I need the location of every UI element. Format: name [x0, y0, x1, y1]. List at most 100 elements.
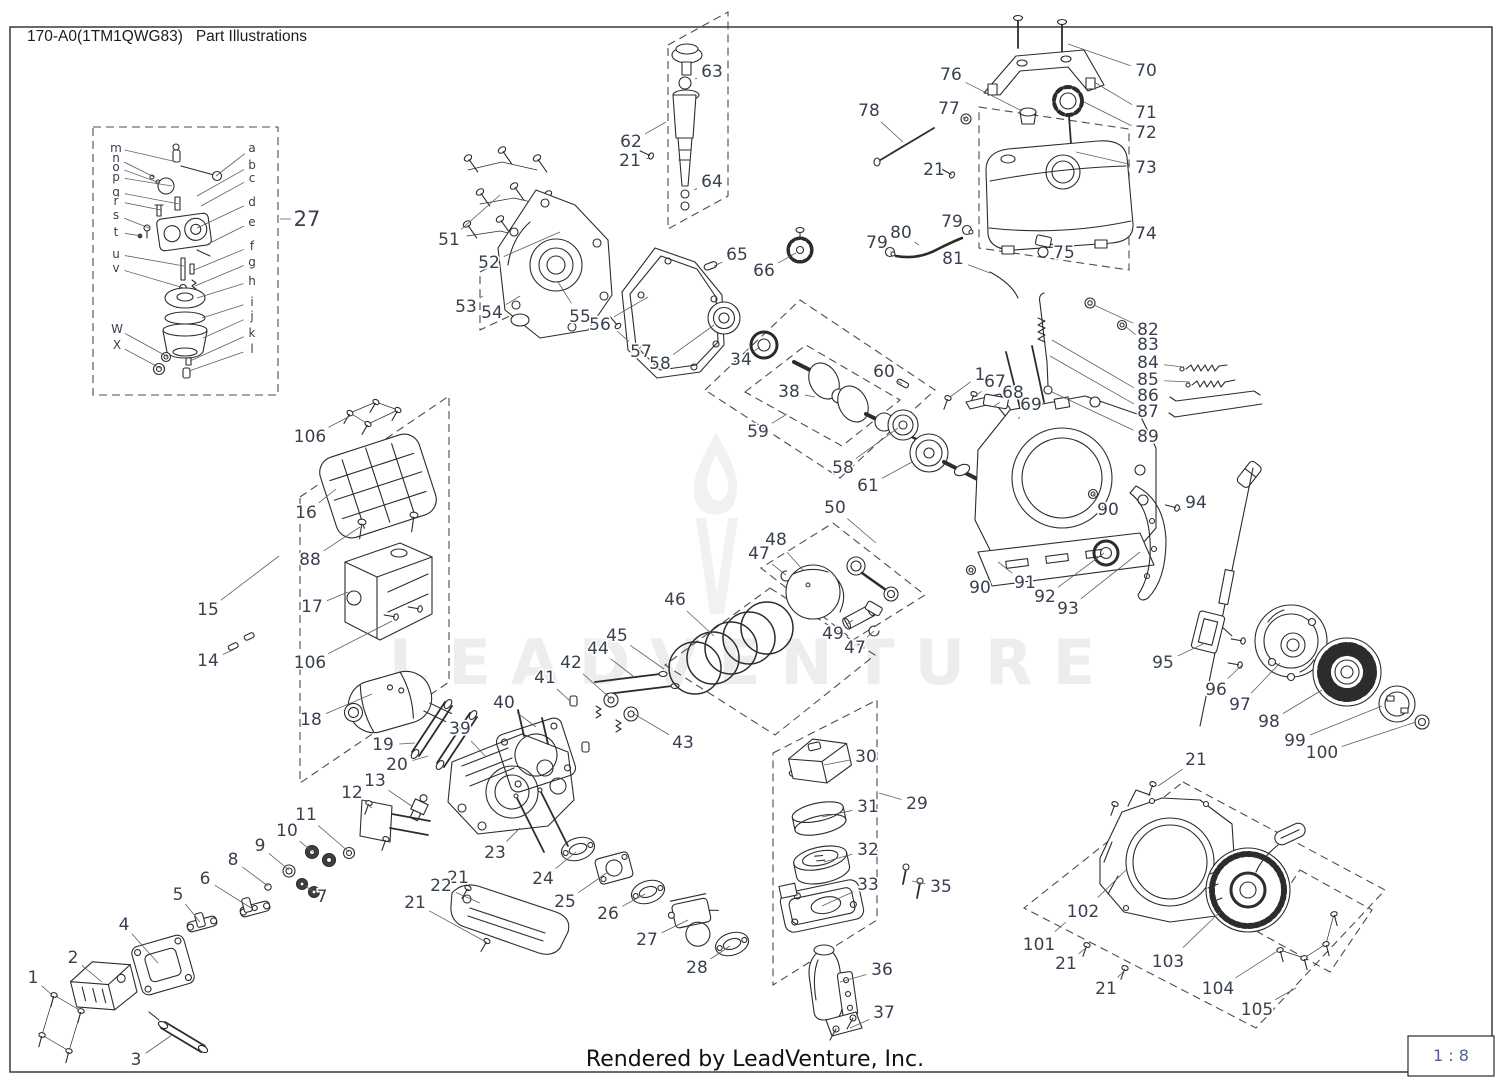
part-label-45: 45	[606, 626, 628, 646]
leader-line	[299, 840, 314, 853]
part-label-67: 67	[984, 372, 1006, 392]
leader-line	[214, 884, 252, 909]
valve-cover-2	[69, 961, 138, 1011]
part-label-90: 90	[1097, 500, 1119, 520]
leader-line	[220, 555, 280, 601]
leader-line	[124, 217, 150, 229]
piston-rings-46	[668, 601, 794, 695]
part-label-9: 9	[255, 836, 266, 856]
part-label-8: 8	[228, 850, 239, 870]
bracket-37	[825, 1011, 863, 1041]
leader-line	[1309, 705, 1383, 736]
detail-letter-h: h	[248, 274, 256, 288]
part-label-106: 106	[294, 653, 326, 673]
guide-plate-93	[1129, 485, 1167, 601]
detail-letter-p: p	[112, 170, 120, 184]
carburetor-row	[450, 836, 750, 957]
part-label-100: 100	[1306, 743, 1338, 763]
leader-line	[1093, 81, 1133, 106]
foam-element-31	[791, 801, 847, 836]
leader-line	[866, 630, 875, 638]
page-indicator: 1 : 8	[1433, 1046, 1469, 1065]
leader-line	[1117, 969, 1126, 978]
leader-line	[304, 885, 313, 892]
leader-line	[194, 265, 244, 287]
part-label-1: 1	[28, 968, 39, 988]
leader-line	[962, 116, 967, 120]
part-label-75: 75	[1053, 243, 1075, 263]
v-logo-icon	[696, 518, 720, 614]
part-label-4: 4	[119, 915, 130, 935]
fuel-line-81	[989, 271, 1019, 299]
leader-line	[882, 461, 913, 479]
part-label-11: 11	[295, 805, 317, 825]
leader-line	[201, 304, 244, 319]
part-label-84: 84	[1137, 353, 1159, 373]
leader-line	[1227, 664, 1243, 680]
leader-line	[124, 178, 173, 187]
part-label-31: 31	[857, 797, 879, 817]
leader-line	[693, 188, 698, 191]
detail-letter-W: W	[111, 322, 123, 336]
fuel-strainer-76	[1019, 107, 1037, 117]
part-label-42: 42	[560, 653, 582, 673]
part-label-48: 48	[765, 530, 787, 550]
part-label-94: 94	[1185, 493, 1207, 513]
leader-line	[897, 380, 903, 385]
leader-line	[557, 281, 572, 304]
part-label-21: 21	[447, 868, 469, 888]
fuel-tank-74	[985, 140, 1134, 251]
intake-elbow-36	[808, 944, 859, 1021]
leader-line	[1051, 339, 1135, 389]
leader-line	[189, 336, 244, 362]
leader-line	[124, 348, 163, 370]
bolt-21-housing-b	[1117, 964, 1130, 981]
bolt-94	[1164, 501, 1181, 513]
detail-letter-b: b	[248, 158, 256, 172]
leader-line	[694, 77, 698, 80]
leader-line	[821, 891, 854, 907]
leader-line	[470, 740, 487, 758]
leader-line	[145, 1034, 173, 1054]
leader-line	[196, 205, 245, 229]
dashed-box	[664, 587, 876, 736]
part-label-46: 46	[664, 590, 686, 610]
leader-line	[131, 933, 159, 964]
page-title: 170-A0(1TM1QWG83) Part Illustrations	[27, 28, 307, 45]
leader-line	[661, 919, 689, 934]
part-label-43: 43	[672, 733, 694, 753]
bolt-21-housing-a	[1079, 941, 1092, 958]
detail-letter-a: a	[248, 141, 255, 155]
leader-line	[200, 181, 245, 207]
part-label-28: 28	[686, 958, 708, 978]
governor-gear-66	[786, 226, 814, 264]
leader-line	[202, 319, 244, 339]
part-label-21: 21	[1185, 750, 1207, 770]
leader-line	[505, 295, 521, 305]
leader-line	[203, 225, 245, 247]
detail-letter-q: q	[112, 185, 120, 199]
detail-letter-f: f	[250, 239, 255, 253]
part-label-40: 40	[493, 693, 515, 713]
leader-line	[1274, 987, 1297, 1001]
detail-letter-u: u	[112, 247, 120, 261]
leader-line	[328, 414, 353, 428]
part-label-103: 103	[1152, 952, 1184, 972]
leader-line	[506, 827, 521, 842]
pin-65	[703, 261, 718, 271]
dowel-41a	[569, 695, 578, 707]
part-label-10: 10	[276, 821, 298, 841]
leader-line	[823, 853, 853, 863]
leader-line	[1124, 325, 1136, 335]
leader-line	[196, 283, 244, 299]
leader-line	[1078, 946, 1088, 955]
part-label-88: 88	[299, 550, 321, 570]
starter-handle	[1274, 822, 1306, 846]
leader-line	[971, 571, 974, 574]
bolt-96a	[1230, 635, 1247, 646]
head-cover-gasket-4	[131, 934, 195, 996]
dashed-box	[92, 126, 279, 396]
part-label-2: 2	[68, 948, 79, 968]
leader-line	[185, 903, 201, 923]
woodruff-keys-14	[227, 632, 255, 651]
